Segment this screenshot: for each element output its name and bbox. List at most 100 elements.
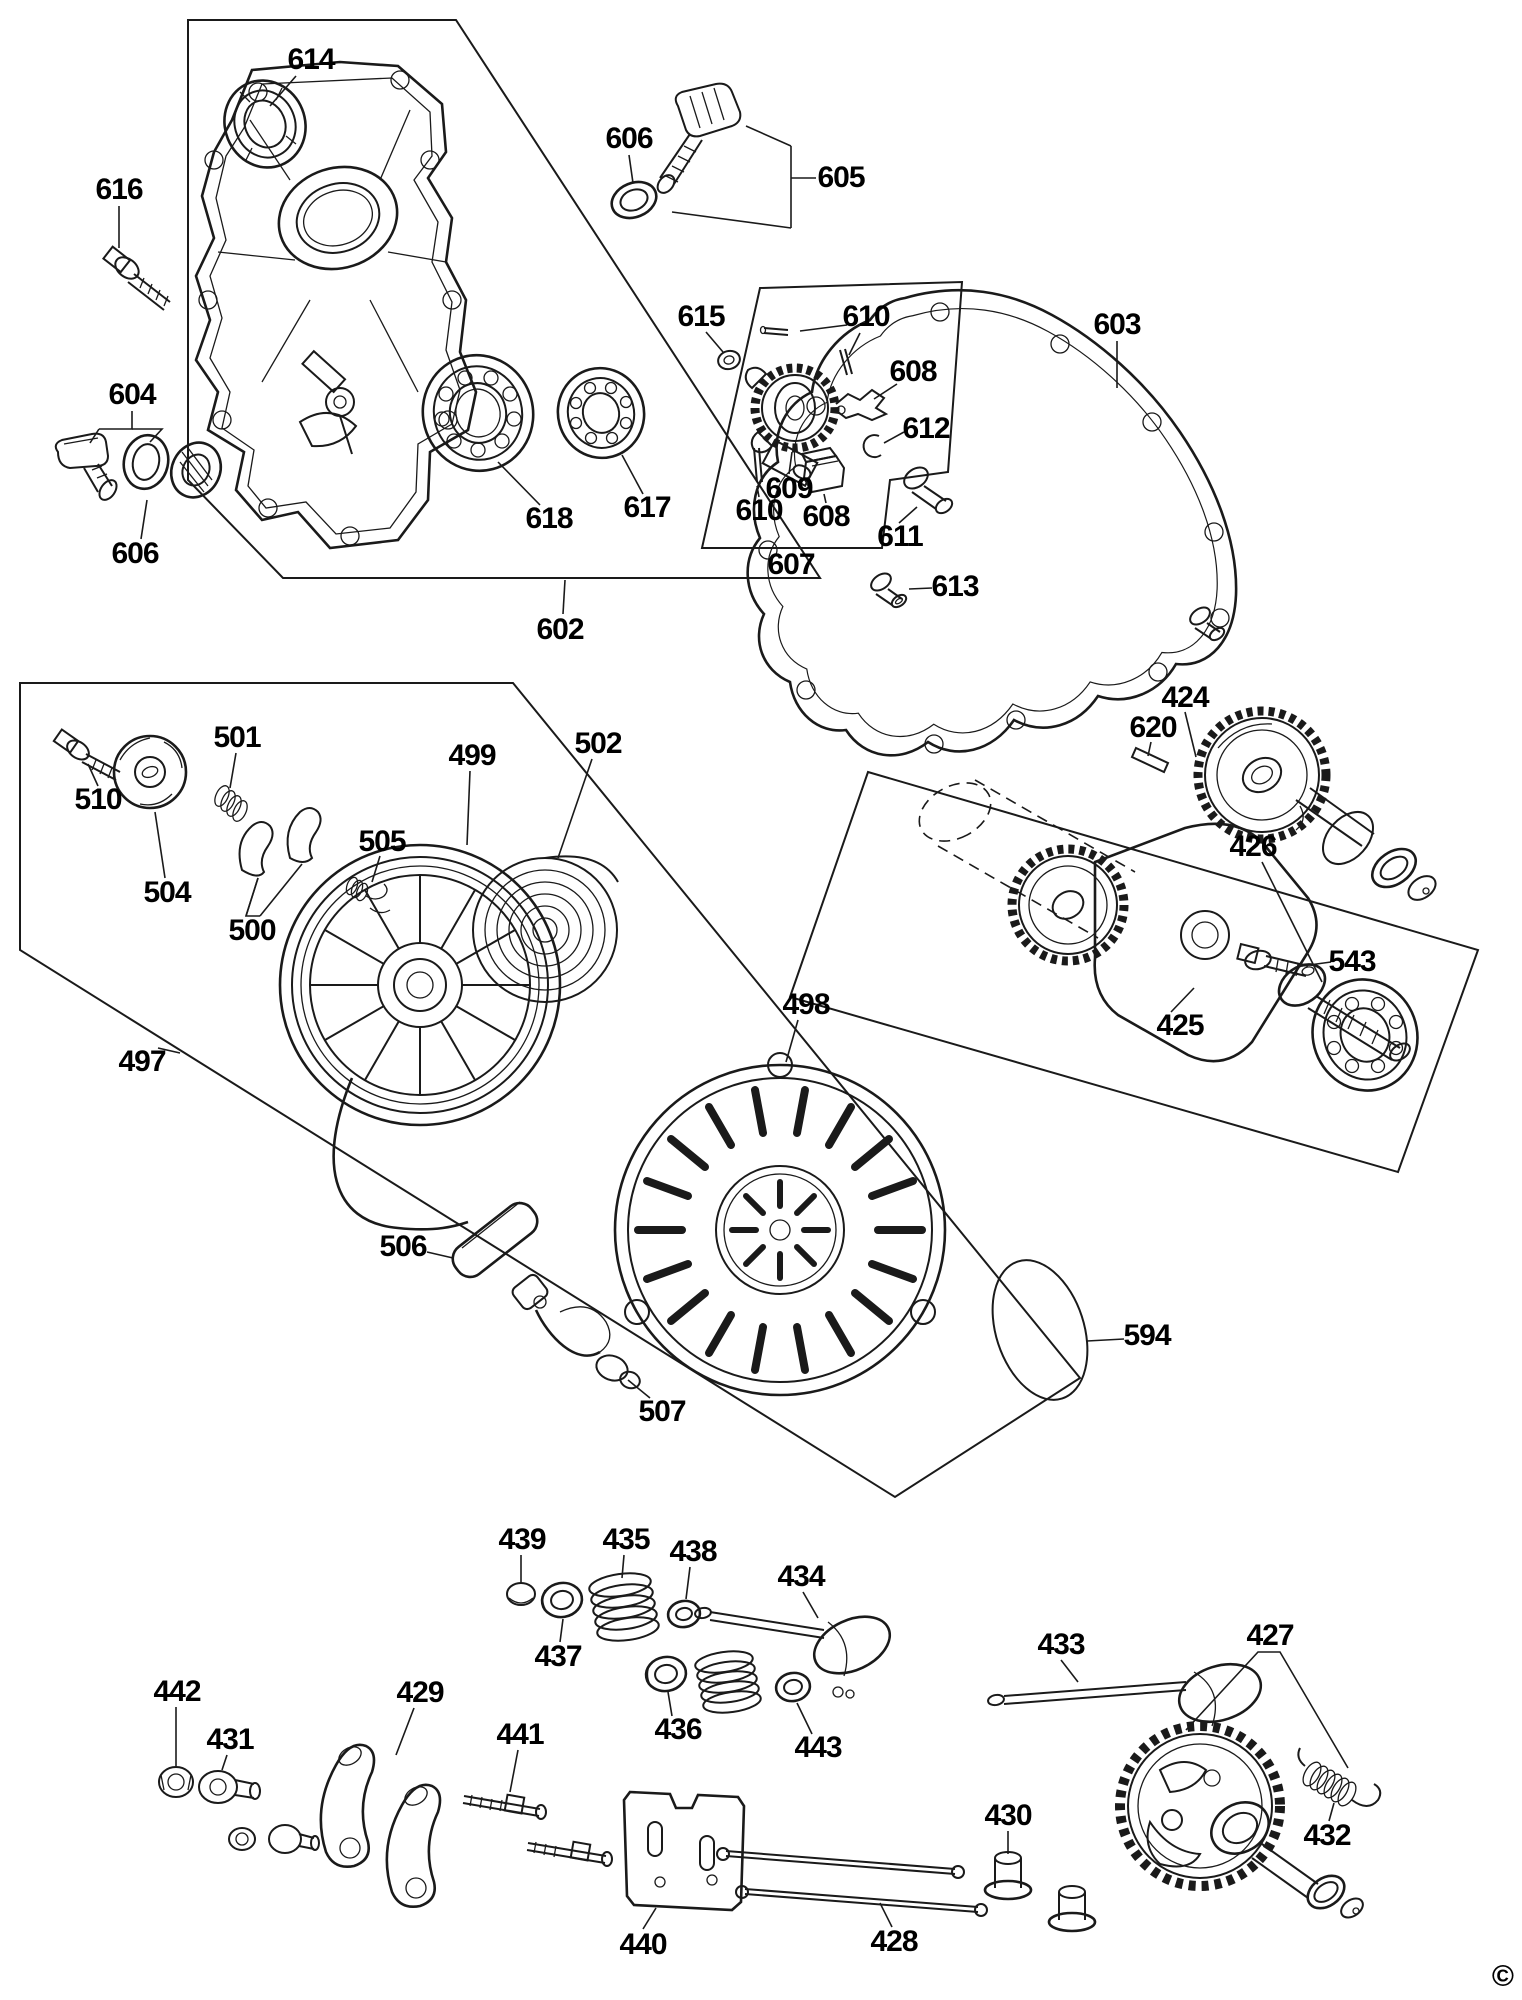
part-label-425: 425 — [1156, 1009, 1204, 1042]
part-label-607: 607 — [767, 548, 815, 581]
push-rod-428-b — [735, 1885, 988, 1917]
starter-handle-506 — [451, 1201, 549, 1311]
guide-plate-440 — [622, 1790, 746, 1912]
flange-bolt-543 — [1236, 942, 1315, 977]
part-label-435: 435 — [602, 1523, 650, 1556]
copyright-symbol: © — [1491, 1960, 1514, 1993]
part-label-504: 504 — [143, 876, 191, 909]
spring-501 — [214, 785, 248, 822]
bolt-510 — [52, 728, 121, 781]
spring-retainer-438 — [666, 1599, 702, 1629]
drain-plug-604 — [54, 432, 118, 501]
o-ring-594 — [991, 1259, 1089, 1401]
part-label-606: 606 — [605, 122, 653, 155]
flange-bolt-616 — [102, 245, 171, 311]
part-label-605: 605 — [817, 161, 865, 194]
pin-610-a — [759, 325, 789, 336]
part-label-501: 501 — [213, 721, 261, 754]
tappet-430-a — [983, 1851, 1033, 1901]
part-label-618: 618 — [525, 502, 573, 535]
part-label-612: 612 — [902, 412, 950, 445]
stud-441-b — [526, 1840, 613, 1867]
part-label-436: 436 — [654, 1713, 702, 1746]
part-label-608: 608 — [802, 500, 850, 533]
rocker-arm-429-b — [385, 1783, 442, 1908]
governor-fork-608-a — [835, 388, 889, 422]
valve-rotator-443 — [774, 1671, 855, 1703]
starter-rope — [332, 1077, 601, 1357]
valve-spring-435 — [588, 1572, 660, 1642]
intake-valve-434 — [694, 1606, 892, 1677]
crankcase-cover — [169, 60, 478, 550]
part-label-439: 439 — [498, 1523, 546, 1556]
sealing-washer-606-left — [122, 433, 170, 491]
part-label-426: 426 — [1229, 830, 1277, 863]
pin-610-c — [753, 447, 763, 483]
panel-607-box — [700, 280, 964, 549]
rope-guide-507 — [559, 1306, 641, 1390]
part-label-424: 424 — [1161, 681, 1209, 714]
part-label-434: 434 — [777, 1560, 825, 1593]
part-label-443: 443 — [794, 1731, 842, 1764]
camshaft-gear-427 — [1115, 1721, 1364, 1919]
oil-seal-614 — [223, 79, 307, 169]
panel-497-box — [19, 682, 1082, 1499]
spring-seat-437 — [540, 1581, 584, 1619]
part-label-428: 428 — [870, 1925, 918, 1958]
part-label-497: 497 — [118, 1045, 166, 1078]
part-label-432: 432 — [1303, 1819, 1351, 1852]
part-label-506: 506 — [379, 1230, 427, 1263]
part-label-543: 543 — [1328, 945, 1376, 978]
valve-spring-436-b — [694, 1650, 762, 1714]
pin-611 — [903, 466, 954, 515]
panel-602-box — [187, 19, 822, 579]
ball-bearing-617 — [556, 366, 646, 460]
nut-615 — [717, 349, 741, 371]
part-label-438: 438 — [669, 1535, 717, 1568]
pawl-500-a — [238, 821, 274, 877]
part-label-611: 611 — [877, 520, 923, 553]
spring-432 — [1297, 1747, 1382, 1807]
clip-612 — [862, 434, 882, 458]
part-label-602: 602 — [536, 613, 584, 646]
part-label-500: 500 — [228, 914, 276, 947]
cover-seal-boss — [169, 441, 223, 499]
part-label-608: 608 — [889, 355, 937, 388]
starter-housing-498 — [613, 1052, 947, 1397]
exhaust-valve-433 — [987, 1662, 1263, 1727]
ball-bearing-618 — [421, 353, 535, 473]
part-label-442: 442 — [153, 1675, 201, 1708]
part-label-440: 440 — [619, 1928, 667, 1961]
spring-seat-436 — [644, 1655, 688, 1693]
part-label-604: 604 — [108, 378, 156, 411]
part-label-594: 594 — [1123, 1319, 1171, 1352]
part-label-505: 505 — [358, 825, 406, 858]
stud-441-a — [462, 1793, 547, 1820]
part-label-441: 441 — [496, 1718, 544, 1751]
part-label-507: 507 — [638, 1395, 686, 1428]
friction-plate-504 — [112, 734, 188, 810]
part-label-433: 433 — [1037, 1628, 1085, 1661]
part-label-613: 613 — [931, 570, 979, 603]
ball-bearing-426 — [1311, 978, 1419, 1092]
panel-425-box — [788, 770, 1480, 1174]
slider-block-608-b — [800, 446, 846, 494]
key-620 — [1130, 746, 1170, 774]
part-label-606: 606 — [111, 537, 159, 570]
part-label-502: 502 — [574, 727, 622, 760]
nut-442 — [158, 1766, 194, 1798]
part-label-615: 615 — [677, 300, 725, 333]
part-label-609: 609 — [765, 472, 813, 505]
part-label-499: 499 — [448, 739, 496, 772]
part-label-498: 498 — [782, 988, 830, 1021]
governor-arm — [298, 349, 358, 455]
pivot-ball-431 — [198, 1770, 320, 1854]
camshaft-424 — [1193, 706, 1437, 901]
dowel-pin-613-b — [1189, 606, 1226, 642]
part-label-431: 431 — [206, 1723, 254, 1756]
recoil-spring-502 — [472, 855, 619, 1003]
part-label-429: 429 — [396, 1676, 444, 1709]
part-label-617: 617 — [623, 491, 671, 524]
